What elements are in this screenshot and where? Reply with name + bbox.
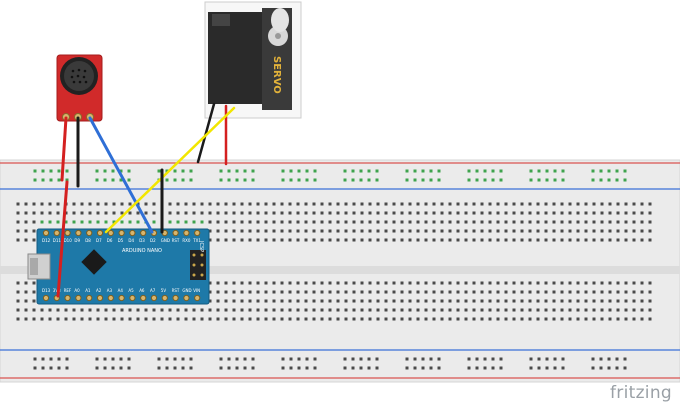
arduino-bottom-pin-label: VIN [193, 288, 200, 293]
arduino-top-pin-label: RX0 [182, 238, 191, 243]
arduino-top-pin-label: RST [172, 238, 180, 243]
arduino-bottom-pin-label: 5V [161, 288, 167, 293]
arduino-top-pin-label: D6 [107, 238, 113, 243]
servo-label: SERVO [271, 56, 282, 94]
arduino-bottom-pin-label: A4 [118, 288, 124, 293]
arduino-top-pin-label: D7 [96, 238, 102, 243]
arduino-bottom-pin-label: A2 [96, 288, 102, 293]
arduino-bottom-pin-label: D13 [42, 288, 51, 293]
arduino-bottom-pin-label: A1 [85, 288, 91, 293]
wire-red-mic-vcc [56, 116, 69, 298]
servo-horn-icon [268, 8, 289, 46]
arduino-bottom-pin-label: A3 [107, 288, 113, 293]
arduino-top-pin-label: D3 [139, 238, 145, 243]
breadboard-center-channel [0, 266, 680, 274]
arduino-bottom-pin-label: RST [172, 288, 180, 293]
arduino-top-pin-label: D9 [74, 238, 80, 243]
wire-black-servo-gnd [196, 102, 216, 164]
arduino-bottom-pin-label: A7 [150, 288, 156, 293]
wire-yellow-servo-signal [104, 106, 236, 234]
arduino-bottom-pin-label: GND [182, 288, 191, 293]
arduino-top-pin-label: D8 [85, 238, 91, 243]
arduino-bottom-pin-label: A6 [139, 288, 145, 293]
arduino-top-pin-label: TX1 [192, 238, 201, 243]
arduino-top-pin-label: GND [161, 238, 170, 243]
arduino-top-pin-label: D12 [42, 238, 51, 243]
microphone-module [56, 54, 103, 122]
arduino-icsp-label: ICSP [198, 241, 204, 252]
servo-motor: SERVO [204, 1, 302, 119]
arduino-top-pin-label: D2 [150, 238, 156, 243]
arduino-bottom-pin-label: A0 [74, 288, 80, 293]
fritzing-brand-label: fritzing [610, 383, 672, 403]
arduino-top-pin-label: D5 [118, 238, 124, 243]
arduino-bottom-pins [42, 294, 201, 302]
arduino-bottom-pin-label: REF [64, 288, 72, 293]
arduino-model-label: ARDUINO NANO [122, 248, 162, 254]
arduino-top-pin-label: D11 [53, 238, 62, 243]
arduino-top-pin-label: D4 [128, 238, 134, 243]
arduino-bottom-pin-label: A5 [128, 288, 134, 293]
arduino-top-pin-label: D10 [64, 238, 73, 243]
wire-blue-mic-signal [88, 116, 154, 234]
arduino-top-pins [42, 229, 201, 237]
